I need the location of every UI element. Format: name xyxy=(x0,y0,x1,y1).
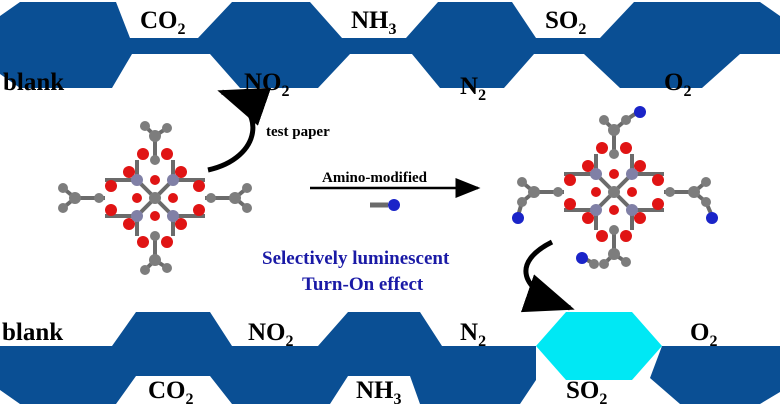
test-paper-label: test paper xyxy=(266,124,330,140)
bottom-strip-label-n2: N2 xyxy=(460,319,486,350)
effect-label-line2: Turn-On effect xyxy=(302,274,424,295)
top-strip-band xyxy=(0,2,780,88)
top-strip-label-blank: blank xyxy=(3,69,64,96)
bottom-strip-right-segment xyxy=(650,346,780,404)
top-test-strip: CO2 NH3 SO2 blank NO2 N2 O2 xyxy=(0,2,780,104)
turn-on-arrow xyxy=(520,239,575,313)
top-strip-label-so2: SO2 xyxy=(545,7,586,38)
top-strip-label-o2: O2 xyxy=(664,69,691,100)
top-strip-label-co2: CO2 xyxy=(140,7,186,38)
bottom-strip-band xyxy=(0,312,536,404)
top-strip-label-nh3: NH3 xyxy=(351,7,397,38)
bottom-strip-label-co2: CO2 xyxy=(148,377,194,406)
mof-molecule-unmodified xyxy=(58,121,252,275)
amino-group-icon xyxy=(370,199,400,211)
bottom-strip-label-nh3: NH3 xyxy=(356,377,402,406)
bottom-strip-segment-so2-highlighted xyxy=(536,312,662,380)
amino-modified-label: Amino-modified xyxy=(322,170,428,186)
bottom-strip-label-blank: blank xyxy=(2,319,63,346)
bottom-test-strip: blank NO2 N2 O2 CO2 NH3 SO2 xyxy=(0,312,780,406)
effect-label-line1: Selectively luminescent xyxy=(262,248,450,269)
top-strip-label-n2: N2 xyxy=(460,73,486,104)
mof-molecule-amino-modified xyxy=(512,106,718,269)
test-paper-arrow xyxy=(207,87,272,173)
bottom-strip-label-no2: NO2 xyxy=(248,319,294,350)
bottom-strip-label-so2: SO2 xyxy=(566,377,607,406)
bottom-strip-label-o2: O2 xyxy=(690,319,717,350)
